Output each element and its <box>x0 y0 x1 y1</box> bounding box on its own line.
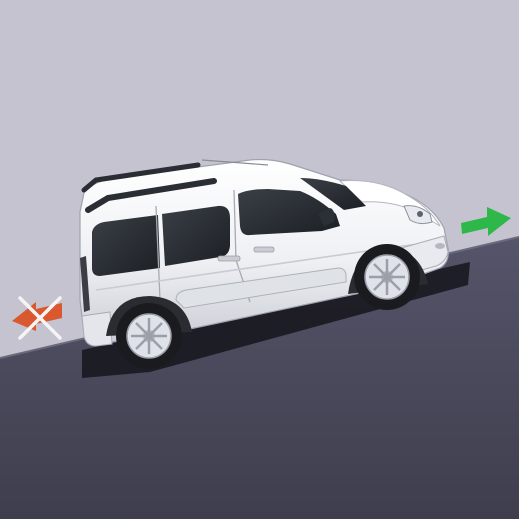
front-door-handle <box>254 247 274 252</box>
fog-light <box>435 243 445 249</box>
sliding-door-handle <box>218 256 240 261</box>
rear-wheel <box>116 303 182 369</box>
front-wheel <box>354 244 420 310</box>
headlight-lamp <box>417 211 423 217</box>
rear-quarter-window <box>92 215 160 276</box>
